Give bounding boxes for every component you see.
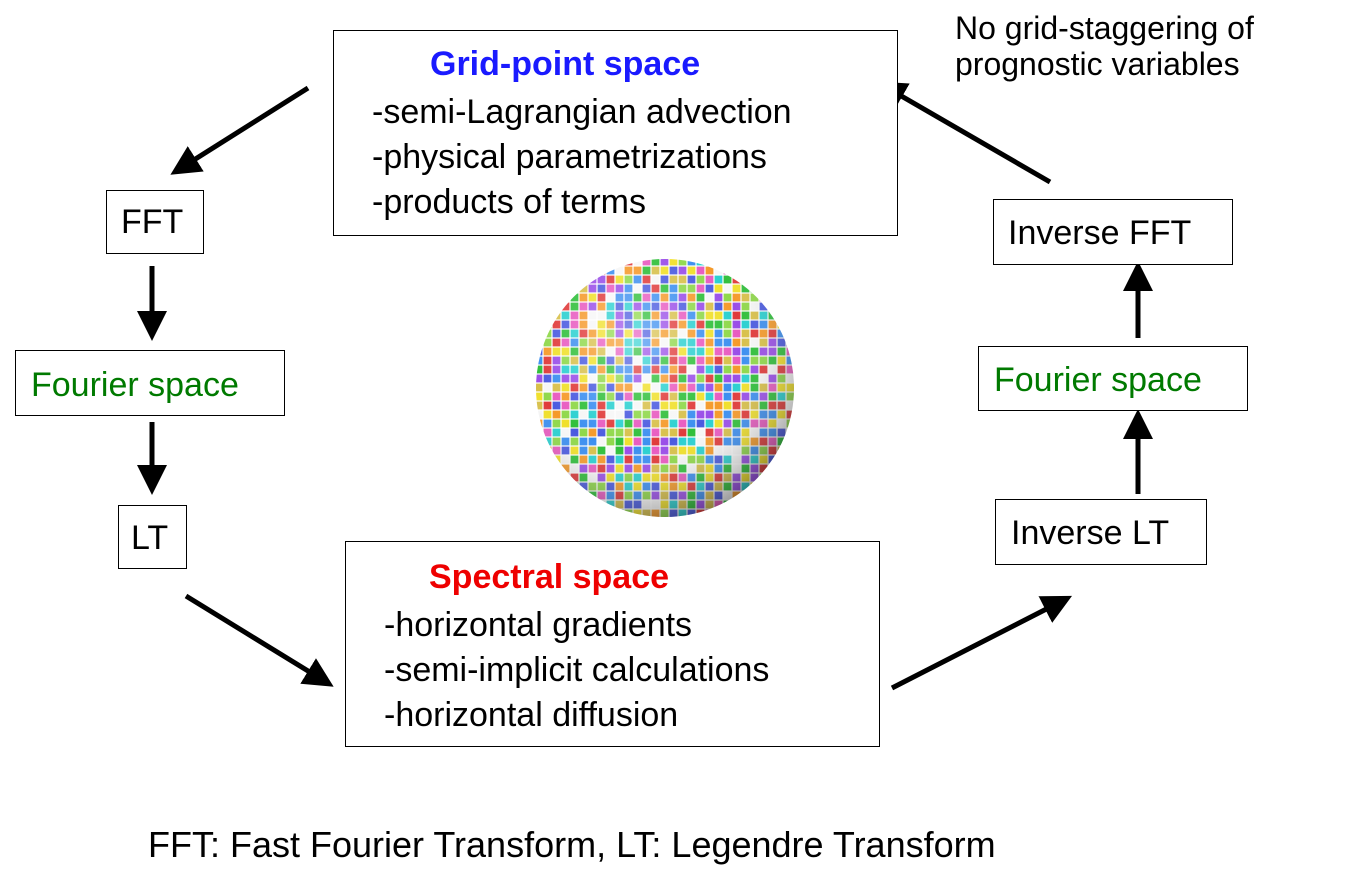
fourier-space-left-label: Fourier space xyxy=(31,366,239,404)
spectral-item: -semi-implicit calculations xyxy=(384,651,770,689)
gridpoint-item: -products of terms xyxy=(372,183,646,221)
staggering-note: No grid-staggering of prognostic variabl… xyxy=(955,10,1254,82)
arrow-spectral-to-inverse-lt xyxy=(890,595,1073,691)
fourier-space-right-label: Fourier space xyxy=(994,361,1202,399)
fft-label: FFT xyxy=(121,203,184,241)
lt-box: LT xyxy=(118,505,187,569)
gridpoint-item: -semi-Lagrangian advection xyxy=(372,93,792,131)
fourier-space-left-box: Fourier space xyxy=(15,350,285,416)
gridpoint-item: -physical parametrizations xyxy=(372,138,767,176)
arrow-inverse-fft-to-gridpoint xyxy=(876,81,1052,185)
fourier-space-right-box: Fourier space xyxy=(978,346,1248,411)
fft-box: FFT xyxy=(106,190,204,254)
inverse-fft-label: Inverse FFT xyxy=(1008,214,1192,252)
inverse-lt-box: Inverse LT xyxy=(995,499,1207,565)
spectral-item: -horizontal diffusion xyxy=(384,696,679,734)
arrow-gridpoint-to-fft xyxy=(170,85,310,175)
inverse-fft-box: Inverse FFT xyxy=(993,199,1233,265)
inverse-lt-label: Inverse LT xyxy=(1011,514,1170,552)
gridpoint-space-title: Grid-point space xyxy=(430,45,701,83)
lt-label: LT xyxy=(131,519,169,557)
spectral-item: -horizontal gradients xyxy=(384,606,693,644)
footer-legend: FFT: Fast Fourier Transform, LT: Legendr… xyxy=(148,824,996,865)
gridpoint-space-box: Grid-point space -semi-Lagrangian advect… xyxy=(333,30,898,236)
staggering-note-line1: No grid-staggering of xyxy=(955,10,1254,46)
staggering-note-line2: prognostic variables xyxy=(955,46,1240,82)
spectral-space-title: Spectral space xyxy=(429,558,670,596)
globe-grid-image xyxy=(536,259,794,517)
spectral-space-box: Spectral space -horizontal gradients -se… xyxy=(345,541,880,747)
arrow-lt-to-spectral xyxy=(184,593,334,687)
